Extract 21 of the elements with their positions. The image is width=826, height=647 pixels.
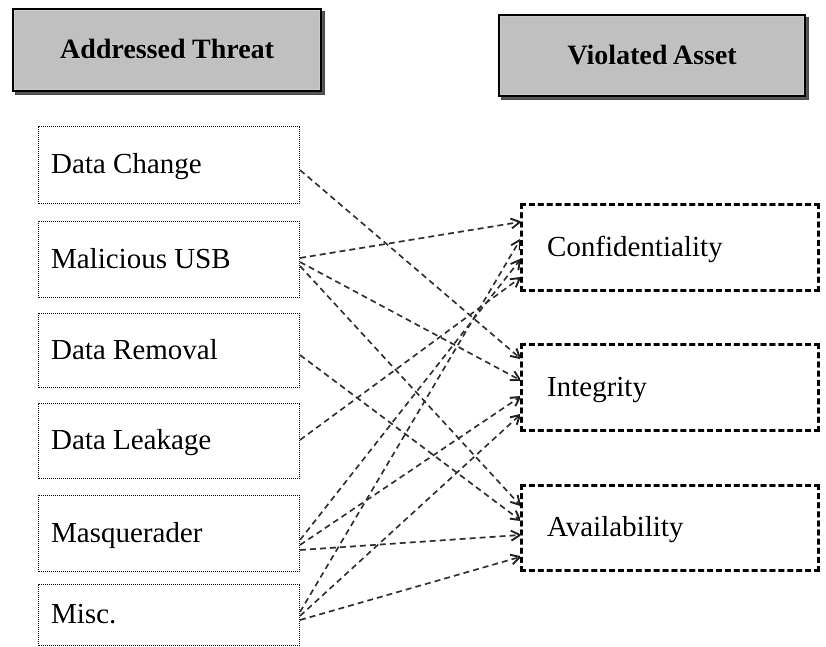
- threat-box: Data Leakage: [38, 403, 300, 479]
- threat-box: Data Removal: [38, 313, 300, 388]
- arrow: [300, 530, 521, 551]
- asset-box: Availability: [520, 484, 820, 572]
- asset-box: Confidentiality: [520, 203, 820, 292]
- threat-box: Malicious USB: [38, 221, 300, 298]
- asset-box: Integrity: [520, 343, 820, 432]
- threat-box: Masquerader: [38, 495, 300, 572]
- arrow: [299, 277, 521, 441]
- arrow: [300, 218, 521, 259]
- arrow: [299, 354, 521, 521]
- arrow: [300, 396, 521, 546]
- arrow: [299, 169, 521, 359]
- arrow: [299, 414, 521, 617]
- arrow: [300, 554, 521, 621]
- arrow: [299, 239, 521, 612]
- arrow: [300, 261, 521, 382]
- threat-box: Misc.: [38, 584, 300, 646]
- header-box: Violated Asset: [498, 14, 806, 97]
- header-box: Addressed Threat: [12, 8, 322, 92]
- threat-box: Data Change: [38, 126, 300, 204]
